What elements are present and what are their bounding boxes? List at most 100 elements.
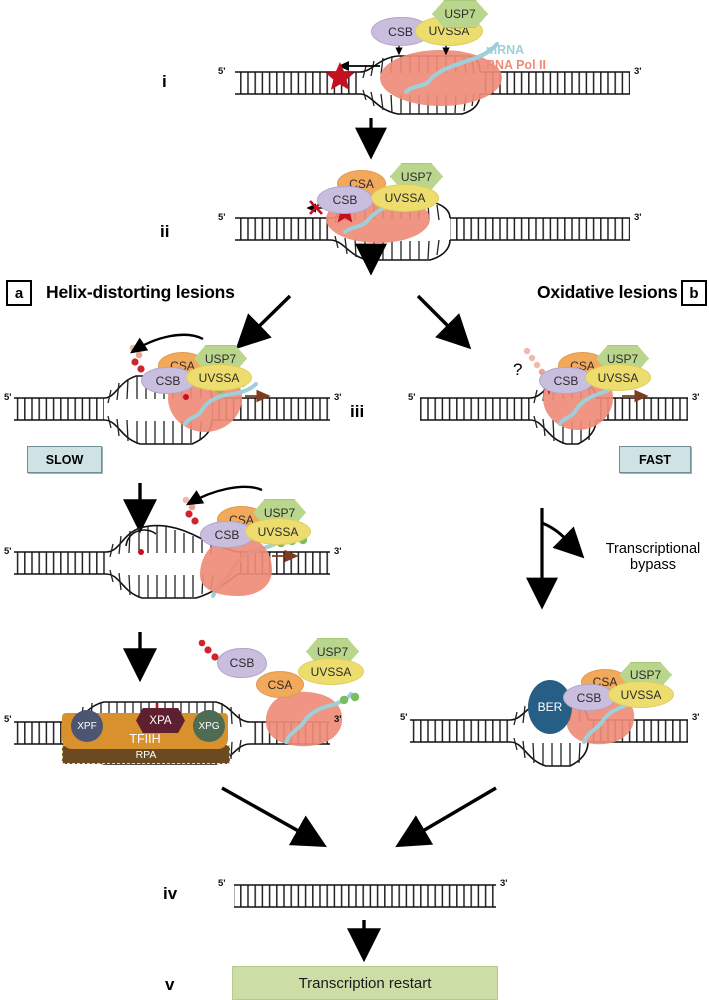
mrna-step-i: [403, 41, 500, 95]
protein-label: USP7: [606, 351, 639, 366]
protein-label: UVSSA: [620, 687, 662, 702]
rna-pol-ii-step-i: [380, 50, 502, 106]
dna-strand-step-iv: [234, 884, 496, 908]
protein-uvssa-panel-a-2: UVSSA: [245, 518, 311, 545]
panel-title-a: Helix-distorting lesions: [46, 282, 235, 302]
protein-ber: BER: [528, 680, 572, 734]
protein-xpf: XPF: [71, 710, 103, 742]
transcriptional-bypass-arrow: [541, 521, 585, 559]
five-prime-label-b1: 5': [408, 392, 416, 403]
legend-rna-pol-label: RNA Pol II: [486, 58, 546, 72]
branch-arrow-right: [416, 294, 472, 350]
three-prime-label-a3: 3': [334, 714, 342, 725]
speed-badge-slow: SLOW: [27, 446, 102, 473]
protein-label: XPG: [198, 720, 220, 732]
step-label-iii: iii: [350, 402, 365, 421]
protein-label: CSB: [576, 690, 602, 705]
bypass-line-2: bypass: [630, 557, 676, 574]
transcription-restart-box: Transcription restart: [232, 966, 498, 1000]
dna-strand-panel-a-2: [14, 524, 330, 599]
five-prime-label-b2: 5': [400, 712, 408, 723]
dna-strand-step-i: [235, 55, 630, 115]
protein-uvssa-panel-a-3: UVSSA: [298, 658, 364, 685]
protein-label: RPA: [135, 748, 157, 761]
protein-label: UVSSA: [597, 370, 639, 385]
protein-label: CSB: [155, 373, 181, 388]
protein-label: CSB: [229, 656, 255, 670]
protein-label: USP7: [444, 7, 476, 21]
protein-uvssa-panel-b-2: UVSSA: [608, 681, 674, 708]
three-prime-label-ii: 3': [634, 212, 642, 223]
protein-label: UVSSA: [257, 524, 299, 539]
helix-distortion-a2: [125, 529, 157, 547]
ubiquitin-chain-b1: [523, 347, 546, 376]
protein-xpg: XPG: [193, 710, 225, 742]
protein-csa-panel-a-3: CSA: [256, 671, 304, 698]
protein-csb-panel-a-3: CSB: [217, 648, 267, 678]
rna-pol-ii-panel-a-2: [200, 535, 272, 596]
three-prime-label-b1: 3': [692, 392, 700, 403]
protein-label: CSB: [388, 24, 413, 39]
three-prime-label-i: 3': [634, 66, 642, 77]
nascent-rna-beads-a3: [339, 692, 360, 705]
step-label-i: i: [162, 72, 167, 91]
protein-label: UVSSA: [198, 370, 240, 385]
lesion-star-step-i: [325, 62, 355, 90]
five-prime-label-i: 5': [218, 66, 226, 77]
protein-uvssa-panel-b-1: UVSSA: [585, 364, 651, 391]
three-prime-label-iv: 3': [500, 878, 508, 889]
ubiquitylation-arrow-a2: [185, 485, 263, 506]
protein-csb-panel-b-1: CSB: [539, 367, 593, 394]
converge-arrow-left: [221, 786, 327, 848]
protein-label: UVSSA: [310, 664, 352, 679]
three-prime-label-a2: 3': [334, 546, 342, 557]
protein-label: CSA: [267, 677, 293, 692]
five-prime-label-a1: 5': [4, 392, 12, 403]
five-prime-label-a3: 5': [4, 714, 12, 725]
five-prime-label-ii: 5': [218, 212, 226, 223]
legend-mrna-label: mRNA: [486, 43, 525, 57]
protein-label: CSB: [553, 373, 579, 388]
protein-label: UVSSA: [384, 191, 426, 205]
protein-label: USP7: [629, 668, 662, 682]
protein-uvssa-step-ii: UVSSA: [371, 184, 439, 212]
protein-uvssa-panel-a-1: UVSSA: [186, 364, 252, 391]
protein-label: USP7: [263, 505, 296, 520]
ubiquitylation-arrow-a1: [130, 333, 204, 354]
speed-badge-fast: FAST: [619, 446, 691, 473]
protein-label: USP7: [400, 169, 433, 184]
step-label-v: v: [165, 975, 175, 994]
three-prime-label-a1: 3': [334, 392, 342, 403]
converge-arrow-right: [395, 786, 497, 848]
protein-label: TFIIH: [129, 732, 161, 746]
panel-tag-a: a: [6, 280, 32, 306]
three-prime-label-b2: 3': [692, 712, 700, 723]
five-prime-label-iv: 5': [218, 878, 226, 889]
dna-strand-step-ii: [235, 201, 630, 261]
question-mark-annotation: ?: [513, 360, 523, 379]
panel-tag-b: b: [681, 280, 707, 306]
lesion-marker-a1: [183, 394, 189, 400]
transcriptional-bypass-label: Transcriptional bypass: [598, 541, 708, 573]
mrna-panel-a-1: [183, 382, 258, 426]
five-prime-label-a2: 5': [4, 546, 12, 557]
protein-label: CSB: [214, 527, 240, 542]
bypass-line-1: Transcriptional: [605, 541, 701, 557]
ubiquitin-chain-a2: [182, 496, 199, 525]
protein-label: CSB: [332, 193, 358, 207]
protein-label: XPA: [149, 714, 172, 727]
dna-strand-panel-b-1: [420, 379, 688, 445]
protein-xpa: XPA: [136, 708, 185, 733]
protein-label: XPF: [77, 720, 97, 732]
lesion-marker-a2: [138, 549, 144, 555]
protein-label: USP7: [316, 644, 349, 659]
protein-csb-panel-b-2: CSB: [563, 684, 615, 711]
protein-csb-step-ii: CSB: [317, 186, 373, 214]
branch-arrow-left: [235, 294, 292, 350]
step-label-ii: ii: [160, 222, 170, 241]
protein-label: USP7: [204, 351, 237, 366]
panel-title-b: Oxidative lesions: [537, 282, 678, 302]
protein-label: BER: [537, 700, 563, 714]
